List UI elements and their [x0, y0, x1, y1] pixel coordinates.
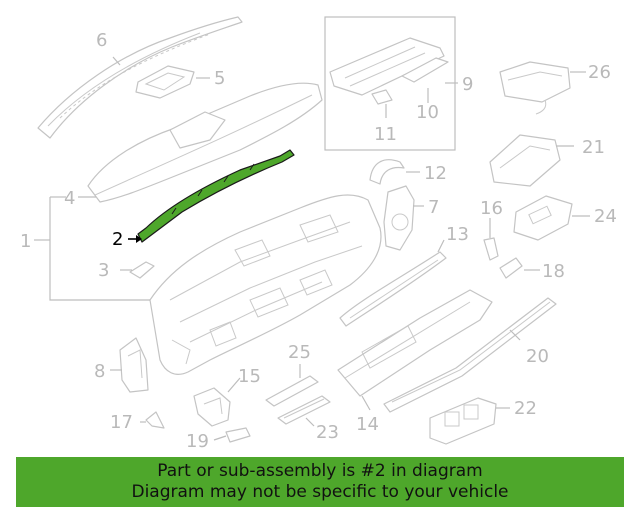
callout-20: 20 [526, 346, 549, 367]
part-21-bracket-assembly [489, 134, 561, 187]
part-20-lower-strip [383, 297, 557, 413]
part-9-group-box [324, 16, 456, 151]
part-13-trim-strip [339, 251, 447, 327]
callout-22: 22 [514, 398, 537, 419]
part-18-clip [499, 257, 523, 279]
callout-16: 16 [480, 198, 503, 219]
part-23-trim [277, 395, 331, 425]
part-25-trim [265, 375, 319, 407]
part-12-bracket [369, 159, 405, 185]
callout-24: 24 [594, 206, 617, 227]
callout-2: 2 [112, 229, 123, 250]
part-15-bracket [193, 387, 231, 427]
part-3-clip [129, 261, 155, 279]
callout-12: 12 [424, 163, 447, 184]
info-banner: Part or sub-assembly is #2 in diagram Di… [16, 457, 624, 507]
callout-26: 26 [588, 62, 611, 83]
callout-labels: 1 2 3 4 5 6 7 8 9 10 11 12 13 14 15 16 1… [20, 30, 617, 452]
leader-lines [34, 56, 590, 441]
callout-8: 8 [94, 361, 105, 382]
part-24-switch-panel [513, 195, 573, 241]
callout-15: 15 [238, 366, 261, 387]
part-7-side-vent [383, 185, 415, 251]
banner-line-1: Part or sub-assembly is #2 in diagram [157, 461, 483, 481]
callout-25: 25 [288, 342, 311, 363]
callout-7: 7 [428, 197, 439, 218]
callout-13: 13 [446, 224, 469, 245]
callout-4: 4 [64, 188, 75, 209]
parts-diagram: 1 2 3 4 5 6 7 8 9 10 11 12 13 14 15 16 1… [20, 16, 617, 452]
callout-5: 5 [214, 68, 225, 89]
banner-line-2: Diagram may not be specific to your vehi… [131, 482, 509, 502]
callout-21: 21 [582, 137, 605, 158]
callout-3: 3 [98, 260, 109, 281]
callout-17: 17 [110, 412, 133, 433]
part-17-clip [145, 411, 165, 429]
callout-19: 19 [186, 431, 209, 452]
part-26-module [499, 61, 571, 115]
callout-23: 23 [316, 422, 339, 443]
callout-14: 14 [356, 414, 379, 435]
part-19-clip [225, 427, 251, 443]
part-1-instrument-panel [149, 194, 382, 375]
callout-1: 1 [20, 231, 31, 252]
part-2-highlighted-strip [137, 149, 295, 243]
part-14-center-panel [337, 289, 493, 397]
callout-18: 18 [542, 261, 565, 282]
part-8-end-cap [119, 337, 149, 393]
part-4-upper-trim-panel [87, 82, 323, 203]
callout-10: 10 [416, 102, 439, 123]
part-6-defroster-grille [37, 16, 243, 139]
part-5-speaker-grille [135, 65, 195, 99]
callout-11: 11 [374, 124, 397, 145]
part-22-vent-housing [429, 397, 497, 445]
part-16-clip [483, 237, 499, 261]
callout-6: 6 [96, 30, 107, 51]
callout-9: 9 [462, 74, 473, 95]
